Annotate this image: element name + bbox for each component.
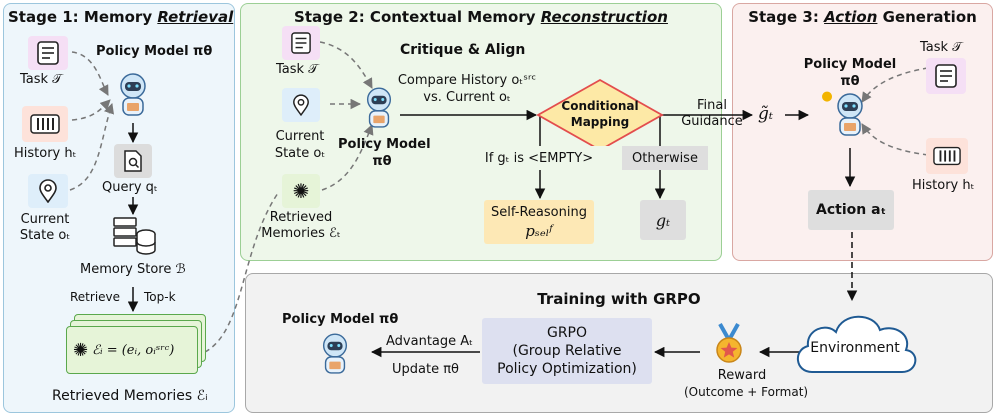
stage2-task-icon xyxy=(282,26,320,60)
stage3-policy-line1: Policy Model xyxy=(803,57,897,72)
memory-card: ✺ ℰᵢ = (eᵢ, oᵢˢʳᶜ) xyxy=(66,326,198,374)
training-title: Training with GRPO xyxy=(537,290,701,308)
topk-label: Top-k xyxy=(144,290,176,304)
state-line1: Current xyxy=(20,212,70,227)
query-icon xyxy=(114,144,152,178)
self-reasoning-box: Self-Reasoning pₛₑₗᶠ xyxy=(484,200,594,244)
if-empty-box: If gₜ is <EMPTY> xyxy=(464,146,614,170)
self-reasoning-line2: pₛₑₗᶠ xyxy=(525,222,553,240)
stage2-location-icon xyxy=(282,88,320,122)
stage2-memories-label: Retrieved Memories ℰₜ xyxy=(258,210,344,242)
robot-icon xyxy=(115,72,151,120)
reward-label: Reward (Outcome + Format) xyxy=(684,368,809,400)
stage2-title: Stage 2: Contextual Memory Reconstructio… xyxy=(294,8,668,26)
grpo-line1: GRPO xyxy=(546,325,588,341)
stage3-task-label: Task 𝒯 xyxy=(920,40,963,55)
state-label: Current State oₜ xyxy=(10,212,80,244)
memory-store-label: Memory Store ℬ xyxy=(80,262,186,277)
stage3-history-label: History hₜ xyxy=(912,178,975,193)
final-guidance-label: Final Guidance xyxy=(676,98,748,130)
retrieved-memories-label: Retrieved Memories ℰᵢ xyxy=(52,388,208,404)
compare-line2: vs. Current oₜ xyxy=(423,90,511,105)
history-label: History hₜ xyxy=(14,146,77,161)
training-policy-label: Policy Model πθ xyxy=(282,312,399,327)
stage1-policy-label: Policy Model πθ xyxy=(96,44,213,59)
critique-label: Critique & Align xyxy=(400,42,526,58)
stage2-robot-icon xyxy=(362,86,396,132)
query-label: Query qₜ xyxy=(102,180,158,195)
g-box: gₜ xyxy=(640,200,686,240)
location-icon xyxy=(28,174,68,208)
otherwise-box: Otherwise xyxy=(622,146,708,170)
stage3-robot-icon xyxy=(832,92,868,140)
stage2-policy-line2: πθ xyxy=(372,154,392,169)
stage2-policy-label: Policy Model πθ xyxy=(338,136,431,170)
g-tilde-label: g̃ₜ xyxy=(758,104,774,124)
stage1-title: Stage 1: Memory Retrieval xyxy=(8,8,234,26)
stage2-task-label: Task 𝒯 xyxy=(276,62,319,77)
retrieve-label: Retrieve xyxy=(70,290,121,304)
advantage-label: Advantage Aₜ xyxy=(386,334,473,349)
conditional-line2: Mapping xyxy=(570,115,630,129)
stage2-state-line2: State oₜ xyxy=(274,146,326,161)
stage2-policy-line1: Policy Model xyxy=(338,137,431,152)
stage3-policy-line2: πθ xyxy=(840,74,860,89)
stage2-brain-icon: ✺ xyxy=(282,174,320,208)
medal-icon xyxy=(712,322,746,366)
compare-line1: Compare History oₜˢʳᶜ xyxy=(397,73,537,88)
stage2-state-label: Current State oₜ xyxy=(264,128,336,162)
reward-line2: (Outcome + Format) xyxy=(684,385,809,399)
task-label: Task 𝒯 xyxy=(20,72,63,87)
state-line2: State oₜ xyxy=(19,228,71,243)
action-box: Action aₜ xyxy=(808,190,894,230)
stage3-policy-label: Policy Model πθ xyxy=(800,56,900,90)
database-icon xyxy=(112,216,158,256)
memory-formula: ℰᵢ = (eᵢ, oᵢˢʳᶜ) xyxy=(92,342,175,358)
history-icon xyxy=(22,106,68,142)
brain-icon: ✺ xyxy=(73,339,89,361)
task-icon xyxy=(28,36,68,70)
conditional-line1: Conditional xyxy=(561,99,639,113)
reward-line1: Reward xyxy=(717,368,767,383)
stage2-memories-line1: Retrieved xyxy=(269,210,333,225)
update-label: Update πθ xyxy=(392,362,459,377)
environment-label: Environment xyxy=(810,340,900,356)
training-robot-icon xyxy=(318,332,352,378)
conditional-label: Conditional Mapping xyxy=(556,98,644,130)
stage2-memories-line2: Memories ℰₜ xyxy=(261,226,341,241)
grpo-box: GRPO (Group Relative Policy Optimization… xyxy=(482,318,652,384)
final-line1: Final xyxy=(697,98,727,113)
stage3-task-icon xyxy=(926,58,966,94)
stage3-title: Stage 3: Action Generation xyxy=(748,8,977,26)
compare-label: Compare History oₜˢʳᶜ vs. Current oₜ xyxy=(392,72,542,106)
grpo-line3: Policy Optimization) xyxy=(497,361,637,377)
lightbulb-icon: ● xyxy=(821,88,833,104)
stage2-state-line1: Current xyxy=(275,129,325,144)
stage3-history-icon xyxy=(926,138,968,174)
grpo-line2: (Group Relative xyxy=(512,343,622,359)
final-line2: Guidance xyxy=(681,114,743,129)
self-reasoning-line1: Self-Reasoning xyxy=(491,205,587,220)
